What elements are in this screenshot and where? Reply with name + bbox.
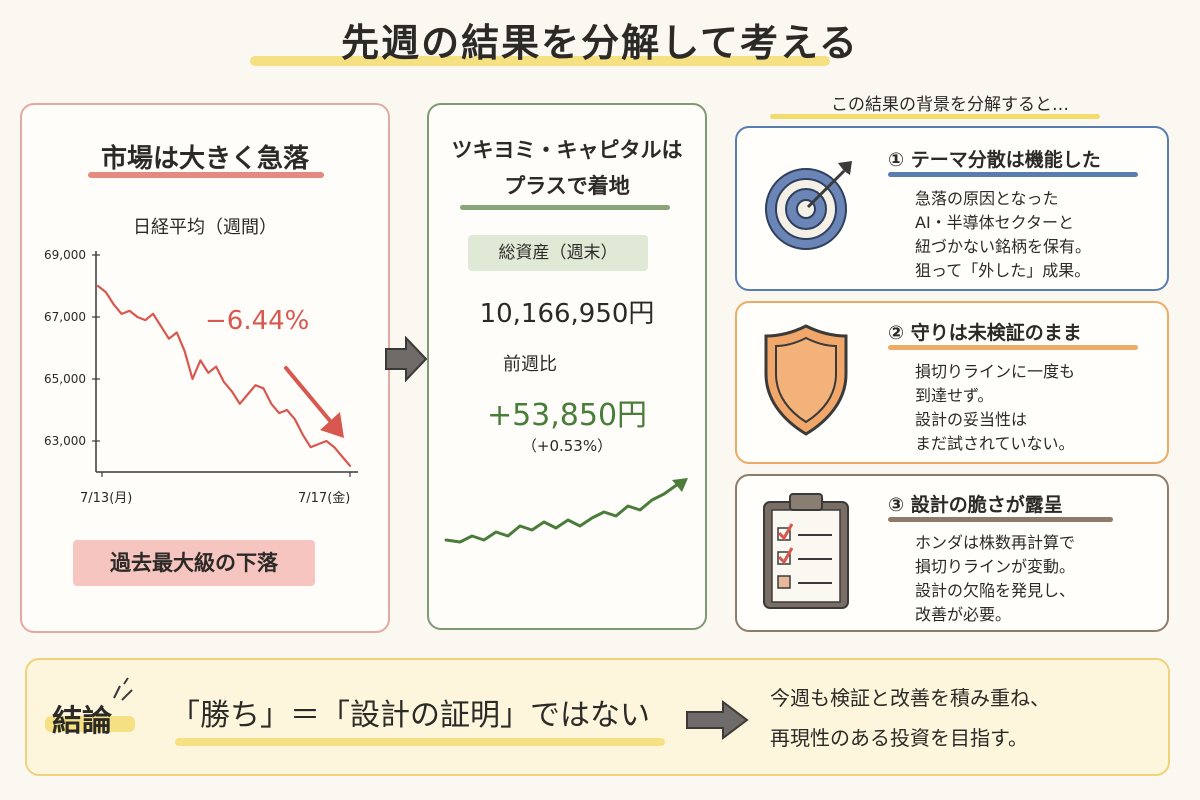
x-tick-end: 7/17(金)	[298, 491, 351, 506]
background-item-1-card	[735, 126, 1169, 291]
background-heading: この結果の背景を分解すると…	[831, 95, 1069, 115]
background-item-1-body: 急落の原因となった AI・半導体セクターと 紐づかない銘柄を保有。 狙って「外し…	[915, 187, 1091, 283]
conclusion-label: 結論	[52, 704, 112, 739]
uptrend-line-icon	[444, 478, 688, 544]
background-item-1-line-1: 急落の原因となった	[915, 189, 1059, 208]
conclusion-main-text: 「勝ち」＝「設計の証明」ではない	[170, 698, 650, 733]
background-item-2-underline	[888, 345, 1138, 350]
nikkei-series-line	[96, 284, 352, 467]
x-tick-start: 7/13(月)	[80, 491, 133, 506]
background-item-3-line-4: 改善が必要。	[915, 605, 1012, 624]
y-tick-label: 67,000	[44, 310, 86, 324]
conclusion-label-highlight	[45, 716, 135, 732]
background-item-1-line-4: 狙って「外した」成果。	[915, 261, 1091, 280]
background-item-2-title: ② 守りは未検証のまま	[888, 322, 1082, 344]
conclusion-main-underline	[175, 738, 665, 746]
y-tick-label: 69,000	[44, 248, 86, 262]
conclusion-panel	[25, 658, 1170, 776]
background-item-2-line-4: まだ試されていない。	[915, 434, 1075, 453]
background-item-2-line-2: 到達せず。	[915, 386, 994, 405]
background-heading-underline	[770, 114, 1100, 119]
clipboard-checklist-icon	[763, 493, 849, 609]
background-item-1-title: ① テーマ分散は機能した	[888, 149, 1101, 171]
emphasis-lines-icon	[113, 677, 133, 701]
background-item-1-line-2: AI・半導体セクターと	[915, 213, 1075, 232]
background-item-3-line-2: 損切りラインが変動。	[915, 557, 1076, 576]
title-highlight	[250, 56, 830, 66]
background-item-2-line-3: 設計の妥当性は	[915, 410, 1028, 429]
portfolio-panel	[427, 103, 707, 630]
chart-title: 日経平均（週間）	[133, 217, 277, 238]
target-icon	[765, 161, 852, 250]
week-over-week-label: 前週比	[503, 354, 557, 375]
portfolio-heading: ツキヨミ・キャピタルは プラスで着地	[427, 132, 707, 204]
week-over-week-percent: （+0.53%）	[521, 437, 613, 455]
market-heading: 市場は大きく急落	[100, 144, 309, 174]
conclusion-next-steps-line-2: 再現性のある投資を目指す。	[770, 726, 1028, 750]
background-item-3-title: ③ 設計の脆さが露呈	[888, 494, 1063, 516]
y-tick-label: 65,000	[44, 372, 86, 386]
conclusion-next-steps-line-1: 今週も検証と改善を積み重ね、	[770, 686, 1050, 710]
page-title: 先週の結果を分解して考える	[341, 21, 859, 65]
background-item-1-underline	[888, 172, 1138, 177]
background-item-2-line-1: 損切りラインに一度も	[915, 362, 1076, 381]
background-item-3-body: ホンダは株数再計算で 損切りラインが変動。 設計の欠陥を発見し、 改善が必要。	[915, 531, 1075, 627]
background-item-3-line-1: ホンダは株数再計算で	[915, 533, 1076, 552]
portfolio-heading-line2: プラスで着地	[504, 174, 630, 198]
nikkei-line-chart: 69,000 67,000 65,000 63,000	[44, 248, 358, 477]
background-item-3-underline	[888, 517, 1113, 522]
week-over-week-value: +53,850円	[486, 398, 648, 433]
portfolio-heading-underline	[460, 205, 670, 210]
portfolio-heading-line1: ツキヨミ・キャピタルは	[451, 138, 683, 162]
background-item-1-line-3: 紐づかない銘柄を保有。	[915, 237, 1092, 256]
background-item-2-body: 損切りラインに一度も 到達せず。 設計の妥当性は まだ試されていない。	[915, 360, 1075, 456]
conclusion-next-steps: 今週も検証と改善を積み重ね、 再現性のある投資を目指す。	[770, 678, 1050, 758]
y-tick-label: 63,000	[44, 434, 86, 448]
background-item-3-line-3: 設計の欠陥を発見し、	[915, 581, 1076, 600]
assets-badge: 総資産（週末）	[468, 235, 648, 271]
record-drop-badge: 過去最大級の下落	[73, 540, 315, 586]
drop-percent: −6.44%	[205, 306, 310, 336]
shield-icon	[764, 324, 848, 436]
arrow-right-icon	[385, 336, 428, 382]
down-arrow-icon	[284, 366, 344, 438]
arrow-right-icon	[686, 700, 749, 740]
market-heading-underline	[88, 172, 324, 178]
total-assets-value: 10,166,950円	[479, 299, 655, 329]
